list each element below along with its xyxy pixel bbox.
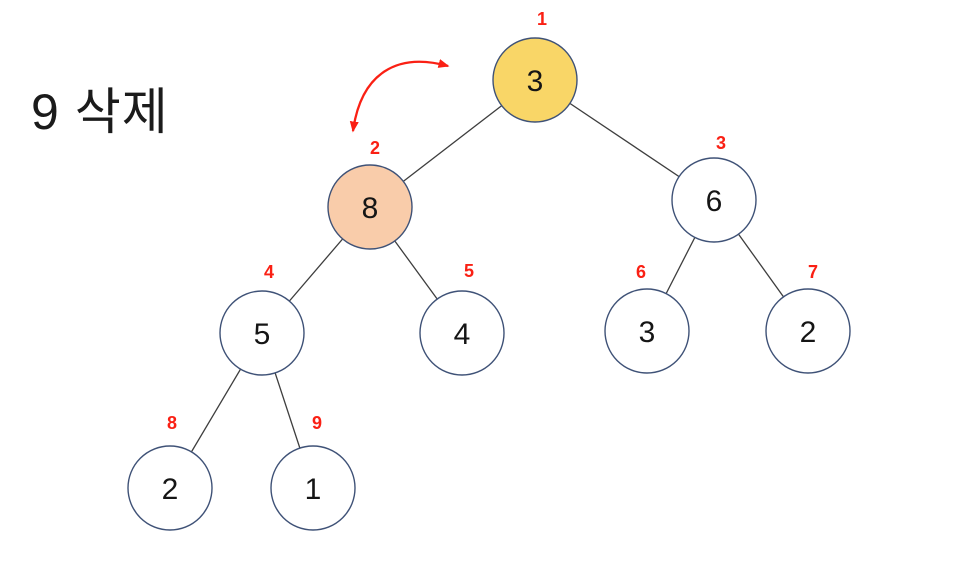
node-index-label: 2 (370, 138, 380, 158)
tree-node-circle (327, 164, 413, 250)
node-index-label: 5 (464, 261, 474, 281)
tree-node-circle (127, 445, 213, 531)
tree-node-value: 2 (162, 473, 179, 506)
tree-node-value: 5 (254, 318, 271, 351)
swap-arrow (349, 59, 450, 133)
node-index-label: 8 (167, 413, 177, 433)
swap-arrow-group (349, 59, 450, 133)
tree-node-value: 8 (362, 192, 379, 225)
tree-node-value: 3 (639, 316, 656, 349)
tree-node-circle (671, 157, 757, 243)
node-index-label: 4 (264, 262, 274, 282)
node-index-label: 1 (537, 9, 547, 29)
page-title: 9 삭제 (31, 84, 169, 140)
node-index-label: 3 (716, 133, 726, 153)
node-index-label: 9 (312, 413, 322, 433)
tree-edges (169, 79, 809, 489)
tree-node-value: 1 (305, 473, 322, 506)
node-index-label: 7 (808, 262, 818, 282)
tree-node-circle (270, 445, 356, 531)
tree-node-circle (492, 37, 578, 123)
tree-node-circle (419, 290, 505, 376)
tree-node-circle (604, 288, 690, 374)
tree-node-circle (219, 290, 305, 376)
tree-node-value: 3 (527, 65, 544, 98)
tree-node-circle (765, 288, 851, 374)
tree-node-value: 4 (454, 318, 471, 351)
node-index-label: 6 (636, 262, 646, 282)
tree-node-value: 2 (800, 316, 817, 349)
tree-node-value: 6 (706, 185, 723, 218)
tree-nodes: 3 1 8 2 6 3 5 4 4 5 3 6 2 7 2 8 1 9 (127, 9, 851, 531)
